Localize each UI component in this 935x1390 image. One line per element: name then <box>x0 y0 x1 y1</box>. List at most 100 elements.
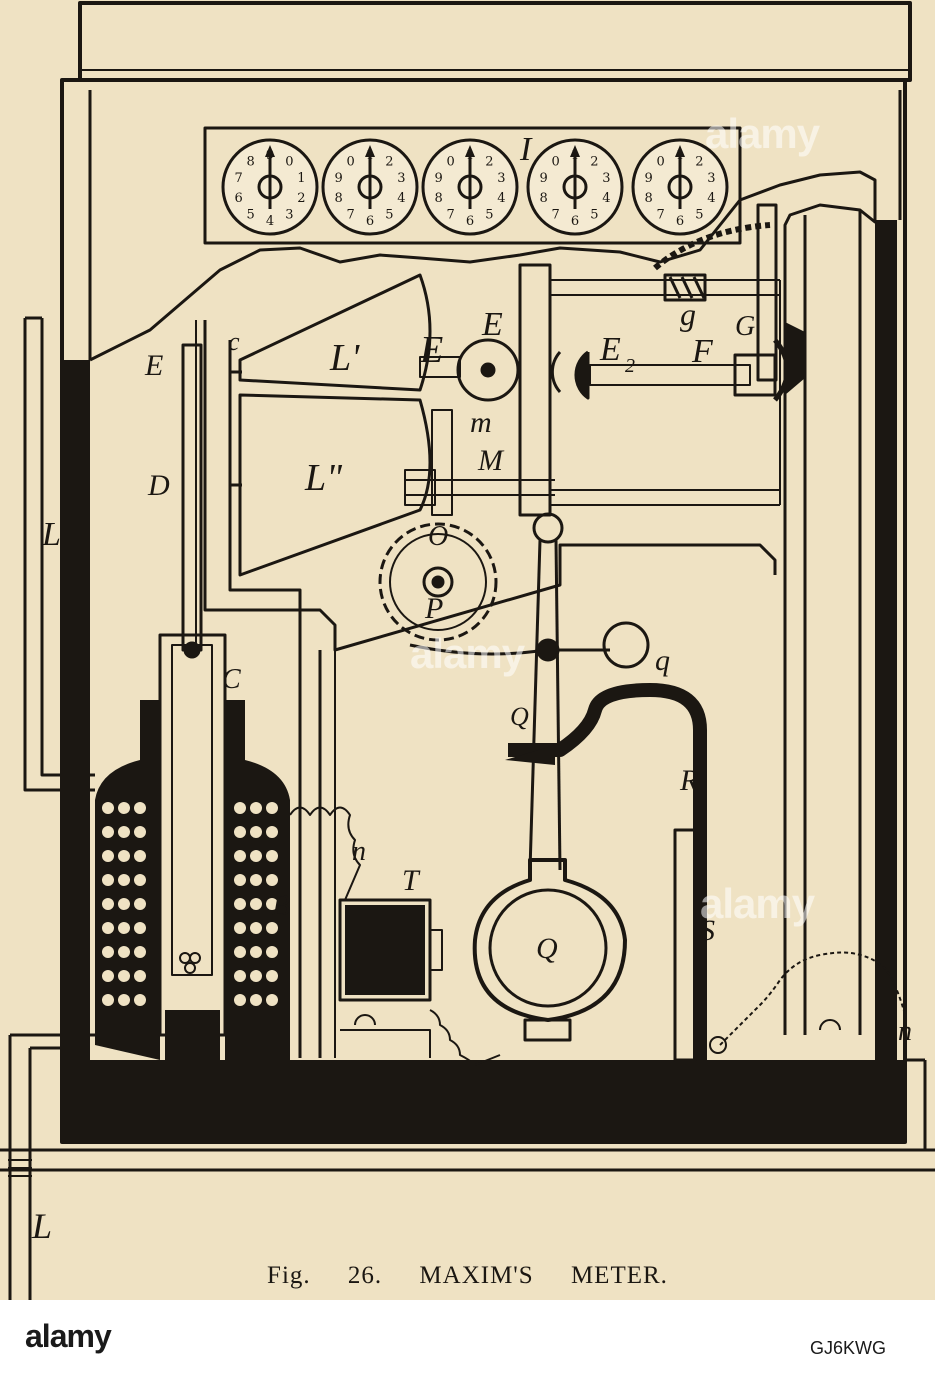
rack-G <box>756 203 778 382</box>
cone-L-double <box>238 393 432 577</box>
label-E2-sub: 2 <box>625 355 635 377</box>
dial-numeral: 2 <box>485 154 493 169</box>
dial-numeral: 5 <box>385 208 393 223</box>
dial-numeral: 7 <box>656 208 664 223</box>
label-m: m <box>470 406 492 439</box>
dial-numeral: 8 <box>246 154 254 169</box>
label-R: R <box>679 764 698 797</box>
label-F: F <box>691 333 714 370</box>
dial-numeral: 5 <box>695 208 703 223</box>
dial-numeral: 1 <box>571 148 579 163</box>
dial-numeral: 9 <box>434 171 442 186</box>
dial-numeral: 1 <box>366 148 374 163</box>
dial-numeral: 3 <box>602 171 610 186</box>
dial-numeral: 0 <box>656 154 664 169</box>
label-n: n <box>352 836 366 867</box>
stock-image-id: GJ6KWG <box>810 1338 887 1358</box>
ratchet-wheel-P <box>378 522 498 642</box>
dial-numeral: 4 <box>707 191 715 206</box>
coil-windings-left <box>102 802 146 1006</box>
label-E2: E <box>599 331 621 368</box>
dial-numeral: 1 <box>466 148 474 163</box>
meter-lid <box>78 1 912 82</box>
dial-numeral: 8 <box>539 191 547 206</box>
stock-footer <box>0 1300 935 1390</box>
dial-numeral: 2 <box>695 154 703 169</box>
dial-numeral: 5 <box>246 208 254 223</box>
meter-base <box>62 1060 905 1142</box>
label-q: q <box>655 644 670 677</box>
wire-n <box>289 806 361 901</box>
shaft-F <box>733 353 777 397</box>
dial-numeral: 8 <box>334 191 342 206</box>
dial-numeral: 4 <box>266 214 274 229</box>
dial-numeral: 5 <box>485 208 493 223</box>
E2-halfdisk <box>550 351 562 393</box>
bent-arm <box>508 683 707 1060</box>
label-E-arm: E <box>419 329 443 371</box>
label-L-prime: L' <box>329 337 360 379</box>
frame-E <box>518 263 552 517</box>
dial-numeral: 8 <box>644 191 652 206</box>
dial-numeral: 8 <box>434 191 442 206</box>
cone-L-prime <box>238 273 432 392</box>
dial-numeral: 0 <box>346 154 354 169</box>
label-C: C <box>222 664 241 695</box>
label-c-top: c <box>228 327 240 356</box>
label-P: P <box>424 592 443 625</box>
rod-S <box>673 828 697 1062</box>
dial-hand-tip <box>365 145 375 157</box>
dial-numeral: 0 <box>285 154 293 169</box>
case-wall-left <box>64 360 90 1060</box>
dial-numeral: 1 <box>297 171 305 186</box>
coil-windings-right <box>234 802 278 1006</box>
caption-title: MAXIM'S METER. <box>419 1262 668 1289</box>
dial-numeral: 4 <box>602 191 610 206</box>
lead-pipe-L <box>23 316 95 792</box>
label-E-left: E <box>144 349 163 382</box>
worm-g <box>663 273 707 302</box>
dial-hand-tip <box>570 145 580 157</box>
dial-numeral: 6 <box>466 214 474 229</box>
wheel-m <box>456 338 520 402</box>
label-I: I <box>519 131 533 168</box>
rod-D <box>181 343 203 652</box>
dial-numeral: 6 <box>366 214 374 229</box>
figure-caption: Fig. 26. MAXIM'S METER. <box>0 1262 935 1290</box>
dial-hand-tip <box>675 145 685 157</box>
dial-numeral: 9 <box>539 171 547 186</box>
bulb-Q <box>488 888 608 1008</box>
stock-logo: alamy <box>25 1318 112 1354</box>
dial-numeral: 3 <box>397 171 405 186</box>
cone-frame <box>203 320 777 652</box>
dial-numeral: 1 <box>676 148 684 163</box>
label-D: D <box>147 469 170 502</box>
dial-numeral: 9 <box>266 148 274 163</box>
label-g: g <box>680 296 696 332</box>
label-T: T <box>402 864 421 897</box>
dial-numeral: 9 <box>644 171 652 186</box>
label-O: O <box>428 521 448 552</box>
dial-hand-tip <box>465 145 475 157</box>
label-M: M <box>477 444 505 477</box>
dial-numeral: 0 <box>551 154 559 169</box>
label-n-right: n <box>898 1016 912 1047</box>
dial-numeral: 3 <box>707 171 715 186</box>
case-wall-right <box>875 220 897 1060</box>
dial-hand-tip <box>265 145 275 157</box>
dial-numeral: 2 <box>297 191 305 206</box>
dial-numeral: 9 <box>334 171 342 186</box>
label-B: B <box>272 889 290 922</box>
dial-numeral: 5 <box>590 208 598 223</box>
label-L-bottom: L <box>31 1206 52 1246</box>
label-G: G <box>735 311 755 342</box>
label-Q-bulb: Q <box>536 932 558 965</box>
ball-q <box>602 621 650 669</box>
label-Q-stem: Q <box>510 702 529 731</box>
dial-numeral: 6 <box>676 214 684 229</box>
dial-numeral: 7 <box>551 208 559 223</box>
